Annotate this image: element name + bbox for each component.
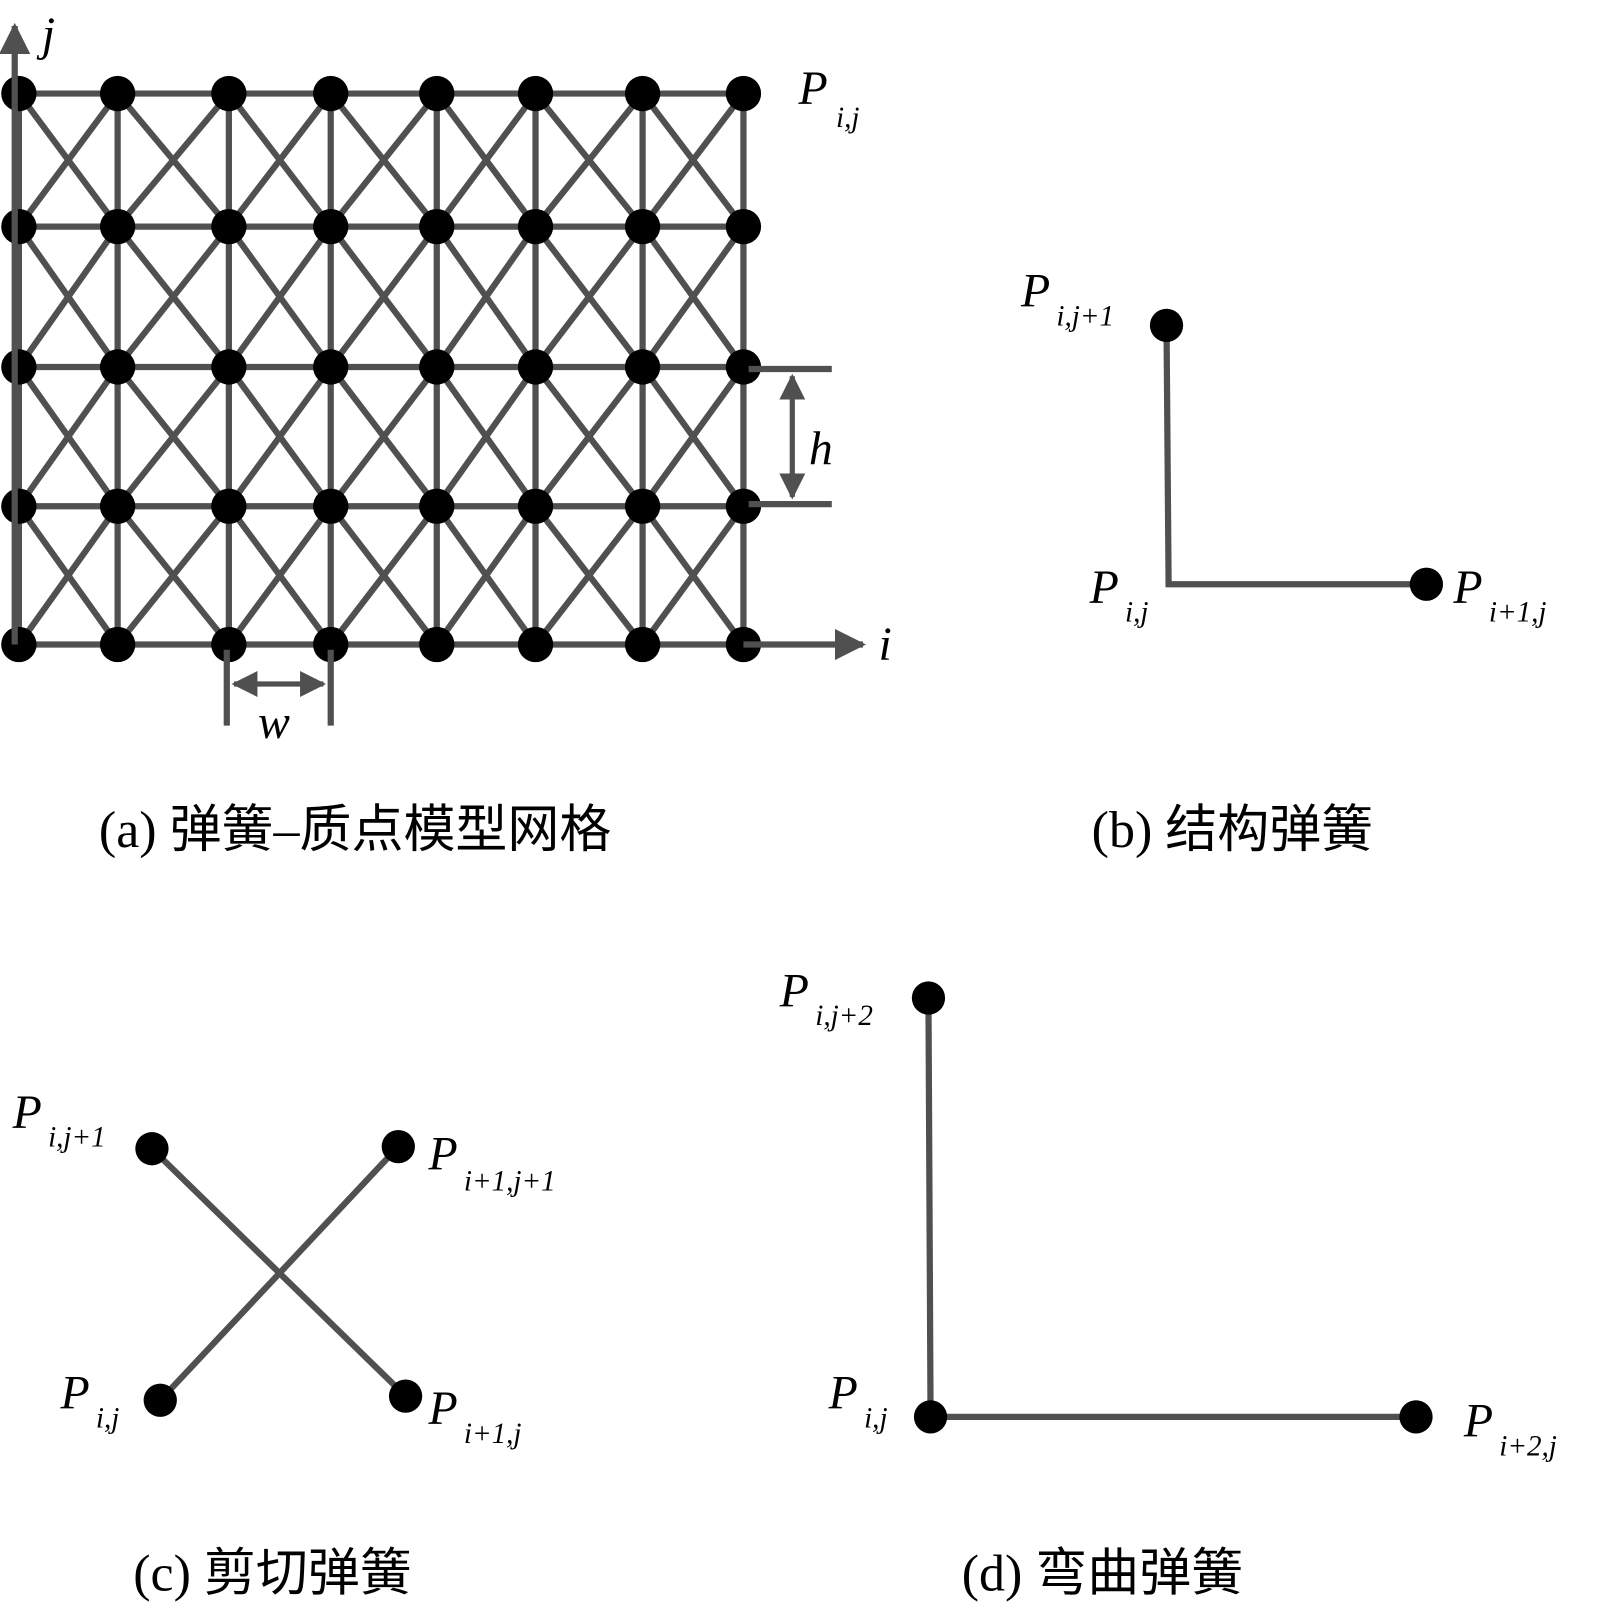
shear-spring-diagonal	[640, 224, 746, 369]
shear-spring-diagonal	[115, 504, 232, 647]
shear-spring-diagonal	[640, 91, 746, 229]
shear-spring-diagonal	[226, 91, 334, 229]
mass-point	[419, 75, 455, 112]
mass-point	[211, 349, 247, 385]
panel-a-grid	[1, 75, 762, 663]
caption-d: (d) 弯曲弹簧	[962, 1544, 1243, 1602]
mass-point	[517, 349, 554, 385]
shear-spring-diagonal	[328, 91, 440, 229]
shear-spring-diagonal	[115, 224, 232, 369]
shear-spring-diagonal	[226, 224, 334, 369]
shear-spring-diagonal	[115, 365, 232, 509]
mass-point	[1, 75, 37, 112]
caption-c: (c) 剪切弹簧	[133, 1545, 412, 1602]
mass-point	[313, 208, 349, 245]
mass-point	[725, 349, 762, 385]
bending-spring	[911, 981, 1433, 1434]
mass-point	[517, 488, 554, 524]
mass-point	[313, 75, 349, 112]
mass-point	[211, 626, 247, 663]
mass-point	[624, 488, 661, 524]
caption-a: (a) 弹簧–质点模型网格	[99, 802, 611, 859]
mass-point	[419, 626, 455, 663]
label-c-pi1j1: Pi+1,j+1	[427, 1127, 555, 1197]
mass-point	[419, 208, 455, 245]
mass-point	[1, 208, 37, 245]
mass-point	[419, 488, 455, 524]
mass-point	[1, 626, 37, 663]
mass-point	[624, 208, 661, 245]
mass-point	[419, 349, 455, 385]
shear-spring-diagonal	[434, 365, 539, 509]
mass-point	[99, 488, 136, 524]
mass-point	[99, 626, 136, 663]
shear-spring-diagonal	[640, 365, 746, 509]
mass-point	[725, 208, 762, 245]
mass-point	[624, 75, 661, 112]
shear-spring-diagonal	[640, 504, 746, 647]
shear-spring-diagonal	[16, 91, 121, 229]
node-label-pij: Pi,j	[798, 62, 860, 134]
shear-spring-diagonal	[434, 224, 539, 369]
mass-point	[99, 349, 136, 385]
mass-point	[211, 488, 247, 524]
mass-point	[99, 75, 136, 112]
shear-spring-diagonal	[226, 365, 334, 509]
shear-spring-diagonal	[434, 504, 539, 647]
shear-spring-diagonal	[533, 91, 646, 229]
mass-point	[624, 626, 661, 663]
shear-spring-diagonal	[328, 224, 440, 369]
mass-point	[725, 488, 762, 524]
mass-point	[517, 208, 554, 245]
i-axis-label: i	[879, 618, 892, 671]
shear-spring-diagonal	[434, 91, 539, 229]
mass-point	[211, 208, 247, 245]
mass-point	[99, 208, 136, 245]
shear-spring-diagonal	[226, 504, 334, 647]
mass-point	[211, 75, 247, 112]
shear-spring-diagonal	[115, 91, 232, 229]
shear-spring-diagonal	[16, 224, 121, 369]
j-axis-label: j	[36, 8, 55, 61]
shear-spring-diagonal	[16, 504, 121, 647]
shear-spring-diagonal	[533, 504, 646, 647]
shear-spring-diagonal	[16, 365, 121, 509]
caption-b: (b) 结构弹簧	[1092, 802, 1373, 859]
mass-point	[725, 75, 762, 112]
shear-spring	[135, 1129, 423, 1417]
mass-point	[624, 349, 661, 385]
mass-point	[517, 626, 554, 663]
mass-point	[1, 488, 37, 524]
shear-spring-diagonal	[328, 504, 440, 647]
mass-point	[313, 488, 349, 524]
mass-point	[313, 349, 349, 385]
w-label: w	[258, 696, 290, 749]
mass-point	[313, 626, 349, 663]
h-label: h	[809, 423, 833, 476]
shear-spring-diagonal	[533, 365, 646, 509]
shear-spring-diagonal	[328, 365, 440, 509]
structural-spring	[1149, 308, 1444, 601]
mass-point	[725, 626, 762, 663]
shear-spring-diagonal	[533, 224, 646, 369]
mass-point	[517, 75, 554, 112]
mass-point	[1, 349, 37, 385]
